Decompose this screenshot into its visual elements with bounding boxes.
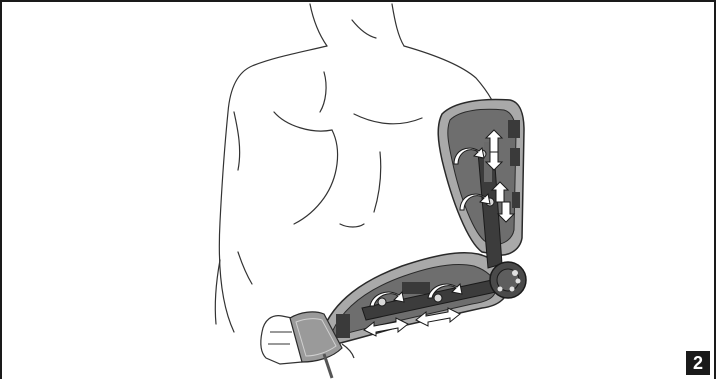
elbow-hinge-joint	[490, 262, 526, 298]
step-number-badge: 2	[686, 351, 710, 375]
